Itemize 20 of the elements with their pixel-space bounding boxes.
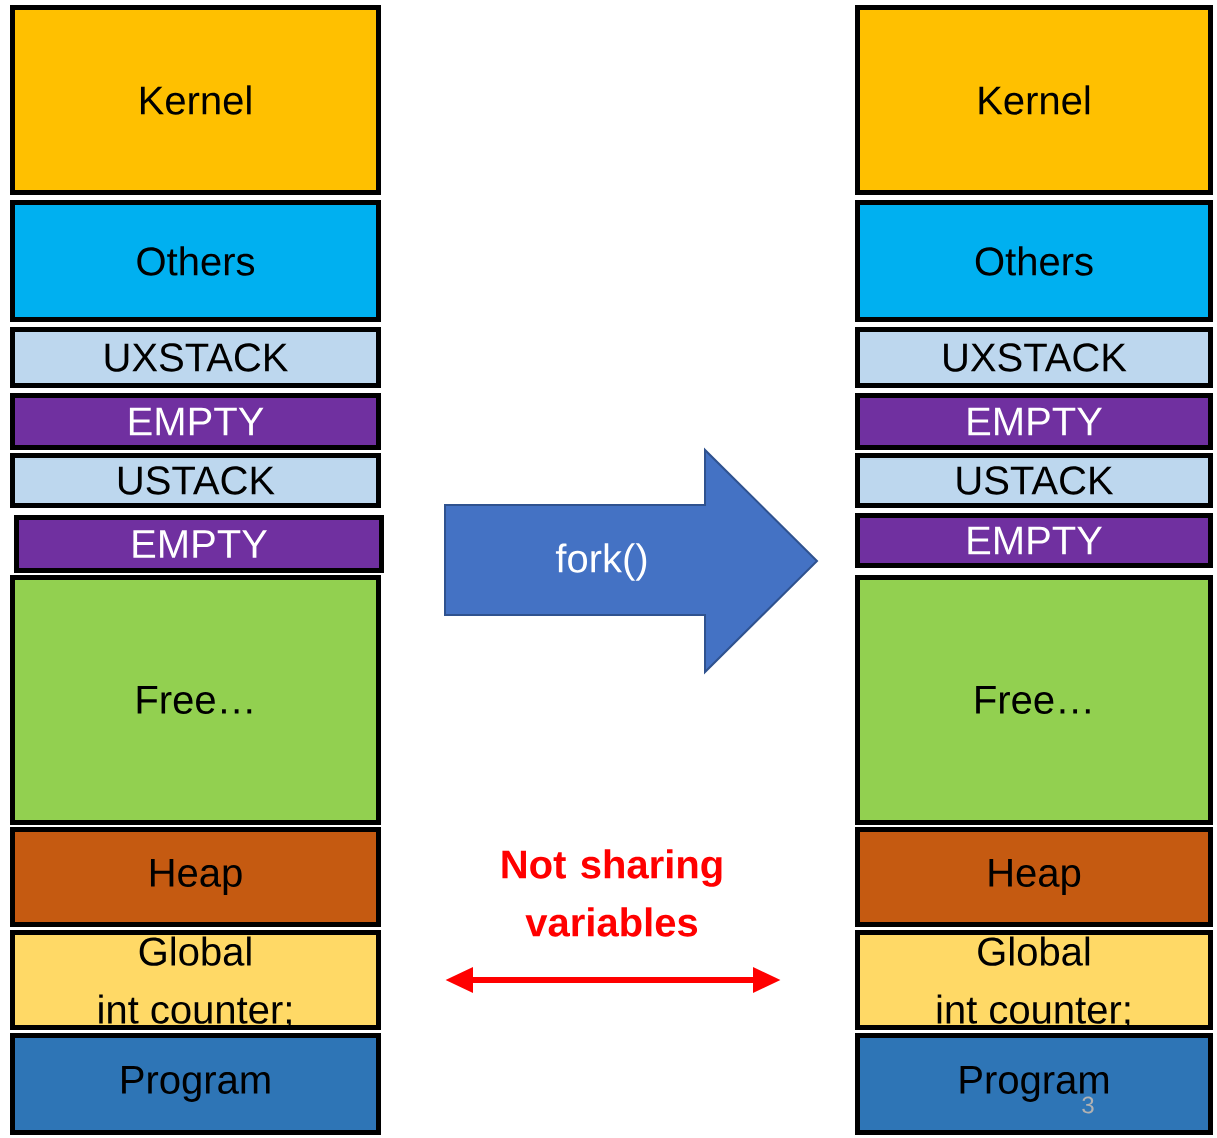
- global-band: Global int counter;: [855, 930, 1213, 1030]
- empty-band: EMPTY: [855, 513, 1213, 568]
- others-band: Others: [10, 200, 381, 322]
- empty-band: EMPTY: [14, 515, 384, 573]
- stack-band: UXSTACK: [855, 327, 1213, 388]
- empty-band: EMPTY: [10, 393, 381, 450]
- program-band: Program: [10, 1033, 381, 1135]
- heap-band: Heap: [10, 827, 381, 927]
- others-band: Others: [855, 200, 1213, 322]
- free-band: Free…: [10, 575, 381, 825]
- stack-band: USTACK: [10, 453, 381, 508]
- edge-label: Not sharing variables: [502, 849, 722, 937]
- kernel-band: Kernel: [855, 5, 1213, 195]
- stack-band: UXSTACK: [10, 327, 381, 388]
- global-band: Global int counter;: [10, 930, 381, 1030]
- empty-band: EMPTY: [855, 393, 1213, 450]
- free-band: Free…: [855, 575, 1213, 825]
- kernel-band: Kernel: [10, 5, 381, 195]
- stack-band: USTACK: [855, 453, 1213, 508]
- heap-band: Heap: [855, 827, 1213, 927]
